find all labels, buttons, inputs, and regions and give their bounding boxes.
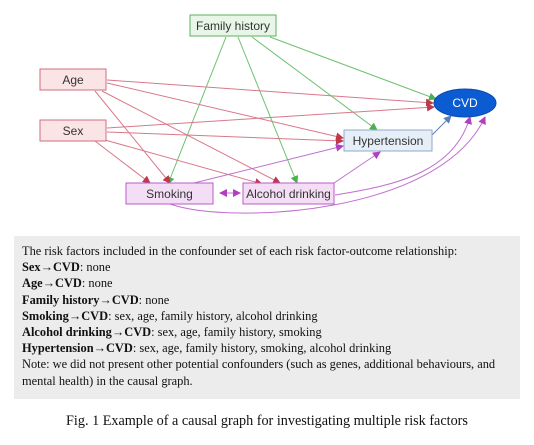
edge-alcohol-to-cvd <box>334 116 472 196</box>
edge-sex-to-alcohol <box>104 139 263 186</box>
legend-row-text: : none <box>138 292 170 307</box>
legend-row-age: Age→CVD: none <box>22 275 512 291</box>
legend-row-hypertension: Hypertension→CVD: sex, age, family histo… <box>22 340 512 356</box>
edge-family-history-to-cvd <box>269 36 437 101</box>
edge-family-history-to-smoking <box>166 36 227 185</box>
legend-row-family-history: Family history→CVD: none <box>22 292 512 308</box>
node-family-history-label: Family history <box>196 19 270 33</box>
legend-row-sex: Sex→CVD: none <box>22 259 512 275</box>
node-alcohol-drinking: Alcohol drinking <box>242 182 335 205</box>
edge-age-to-hypertension <box>106 82 344 141</box>
node-hypertension-label: Hypertension <box>353 134 424 148</box>
edge-family-history-to-hypertension <box>251 36 378 131</box>
node-family-history: Family history <box>189 14 277 37</box>
legend-row-label: Family history→CVD <box>22 292 139 307</box>
age-edges <box>94 79 434 184</box>
edge-alcohol-to-hypertension <box>333 151 381 184</box>
confounder-legend: The risk factors included in the confoun… <box>14 236 520 399</box>
legend-row-label: Hypertension→CVD <box>22 341 133 356</box>
legend-row-text: : sex, age, family history, alcohol drin… <box>108 308 318 323</box>
edge-hypertension-to-cvd <box>431 115 452 136</box>
legend-row-text: : none <box>81 276 113 291</box>
legend-row-label: Smoking→CVD <box>22 308 109 323</box>
legend-row-text: : sex, age, family history, smoking <box>151 325 322 340</box>
edge-age-to-cvd <box>106 79 434 107</box>
legend-row-label: Alcohol drinking→CVD <box>22 325 152 340</box>
edge-sex-to-smoking <box>94 140 151 184</box>
edge-smoking-to-cvd <box>169 116 486 214</box>
legend-row-label: Age→CVD <box>22 276 82 291</box>
edge-smoking-to-hypertension <box>189 143 344 185</box>
causal-graph: Family history Age Sex CVD Hypertension … <box>39 14 497 214</box>
node-age-label: Age <box>62 73 84 87</box>
node-alcohol-drinking-label: Alcohol drinking <box>246 187 331 201</box>
node-age: Age <box>39 68 107 91</box>
legend-intro: The risk factors included in the confoun… <box>22 244 458 258</box>
node-smoking: Smoking <box>125 182 214 205</box>
node-cvd-label: CVD <box>452 96 478 110</box>
edge-sex-to-cvd <box>106 103 435 129</box>
node-smoking-label: Smoking <box>146 187 193 201</box>
node-sex: Sex <box>39 119 107 142</box>
legend-row-text: : none <box>79 260 111 275</box>
edge-sex-to-hypertension <box>106 131 344 145</box>
node-sex-label: Sex <box>63 124 84 138</box>
legend-row-smoking: Smoking→CVD: sex, age, family history, a… <box>22 308 512 324</box>
legend-row-label: Sex→CVD <box>22 260 80 275</box>
legend-row-alcohol: Alcohol drinking→CVD: sex, age, family h… <box>22 324 512 340</box>
legend-row-text: : sex, age, family history, smoking, alc… <box>132 341 392 356</box>
edge-family-history-to-alcohol <box>237 36 299 184</box>
sex-edges <box>94 103 435 186</box>
family-history-edges <box>166 36 437 185</box>
node-cvd: CVD <box>433 88 497 118</box>
edge-age-to-smoking <box>94 90 171 184</box>
node-hypertension: Hypertension <box>343 129 433 152</box>
legend-note: Note: we did not present other potential… <box>22 357 496 388</box>
edge-age-to-alcohol <box>101 90 281 184</box>
behaviour-edges <box>169 116 486 214</box>
figure-caption: Fig. 1 Example of a causal graph for inv… <box>66 413 468 429</box>
